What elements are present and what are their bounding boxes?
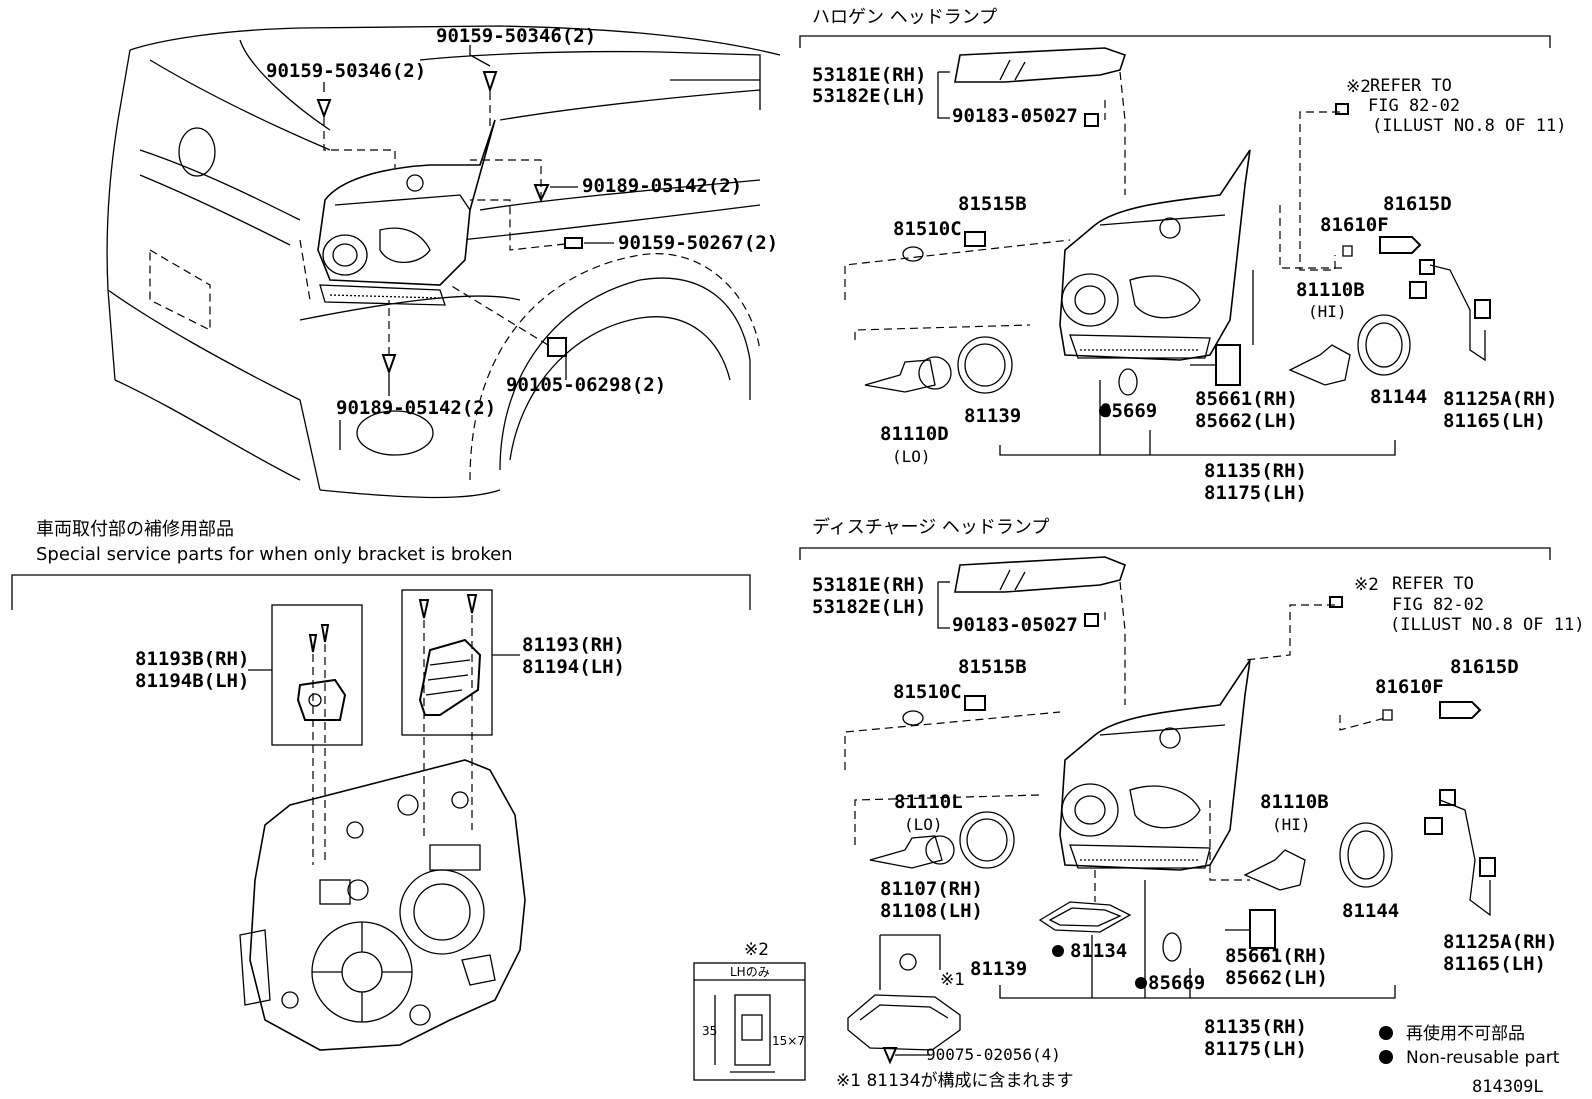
discharge-lo-label: (LO): [904, 815, 943, 834]
special-81194b: 81194B(LH): [135, 670, 249, 692]
discharge-refer-line3: (ILLUST NO.8 OF 11): [1390, 615, 1584, 635]
discharge-cover-lh: 53182E(LH): [812, 596, 926, 618]
discharge-section-title: ディスチャージ ヘッドランプ: [812, 517, 1049, 538]
halogen-81144: 81144: [1370, 386, 1427, 408]
discharge-81165: 81165(LH): [1443, 953, 1546, 975]
discharge-cover-rh: 53181E(RH): [812, 574, 926, 596]
discharge-81108: 81108(LH): [880, 900, 983, 922]
inset-dim2: 15×7: [772, 1034, 805, 1048]
halogen-81135: 81135(RH): [1204, 460, 1307, 482]
halogen-81125a: 81125A(RH): [1443, 388, 1557, 410]
discharge-85662: 85662(LH): [1225, 967, 1328, 989]
inset-lh-only: [693, 962, 806, 1081]
discharge-81175: 81175(LH): [1204, 1038, 1307, 1060]
halogen-cover-lh: 53182E(LH): [812, 85, 926, 107]
discharge-81615d: 81615D: [1450, 656, 1519, 678]
discharge-refer-line1: REFER TO: [1392, 574, 1474, 594]
discharge-refer-line2: FIG 82-02: [1392, 595, 1484, 615]
discharge-mark2: ※2: [1354, 575, 1379, 595]
inset-mark: ※2: [744, 940, 769, 960]
halogen-refer-line3: (ILLUST NO.8 OF 11): [1372, 116, 1566, 136]
discharge-81125a: 81125A(RH): [1443, 931, 1557, 953]
figure-id: 814309L: [1472, 1077, 1544, 1097]
discharge-81610f: 81610F: [1375, 676, 1444, 698]
halogen-85669-bullet: [1099, 405, 1111, 417]
discharge-81139: 81139: [970, 958, 1027, 980]
special-title-en: Special service parts for when only brac…: [36, 544, 513, 565]
special-title-jp: 車両取付部の補修用部品: [36, 519, 234, 540]
discharge-clip: 90183-05027: [952, 614, 1078, 636]
special-brackets: [239, 589, 526, 1051]
halogen-85669: 85669: [1100, 400, 1157, 422]
callout-90189-05142-bottom: 90189-05142(2): [336, 397, 496, 419]
footnote: ※1 81134が構成に含まれます: [836, 1071, 1074, 1091]
halogen-assembly: [864, 47, 1491, 396]
callout-90105-06298: 90105-06298(2): [506, 374, 666, 396]
discharge-81107: 81107(RH): [880, 878, 983, 900]
halogen-refer-line2: FIG 82-02: [1368, 96, 1460, 116]
halogen-81139: 81139: [964, 405, 1021, 427]
vehicle-front-view: [106, 25, 781, 499]
legend-en: Non-reusable part: [1406, 1048, 1560, 1068]
special-81193: 81193(RH): [522, 634, 625, 656]
discharge-81134-bullet: [1052, 945, 1064, 957]
halogen-81110d: 81110D: [880, 423, 949, 445]
halogen-81510c: 81510C: [893, 218, 962, 240]
halogen-81610f: 81610F: [1320, 214, 1389, 236]
legend-jp: 再使用不可部品: [1406, 1023, 1525, 1044]
inset-label: LHのみ: [730, 965, 770, 979]
halogen-81515b: 81515B: [958, 193, 1027, 215]
halogen-81110b: 81110B: [1296, 279, 1365, 301]
legend-bullet-en: [1379, 1050, 1393, 1064]
discharge-hi-label: (HI): [1272, 815, 1311, 834]
discharge-81515b: 81515B: [958, 656, 1027, 678]
callout-90189-05142-right: 90189-05142(2): [582, 175, 742, 197]
vehicle-headlamp: [317, 119, 496, 306]
callout-90159-50346-top: 90159-50346(2): [436, 25, 596, 47]
halogen-section-title: ハロゲン ヘッドランプ: [812, 7, 997, 28]
discharge-85661: 85661(RH): [1225, 945, 1328, 967]
halogen-refer-line1: REFER TO: [1370, 76, 1452, 96]
inset-dim1: 35: [702, 1024, 717, 1038]
halogen-85662: 85662(LH): [1195, 410, 1298, 432]
halogen-85661: 85661(RH): [1195, 388, 1298, 410]
callout-90159-50267: 90159-50267(2): [618, 232, 778, 254]
halogen-81175: 81175(LH): [1204, 482, 1307, 504]
halogen-mark2: ※2: [1346, 77, 1371, 97]
discharge-screw: 90075-02056(4): [926, 1045, 1061, 1064]
discharge-81110b: 81110B: [1260, 791, 1329, 813]
discharge-85669-bullet: [1135, 977, 1147, 989]
discharge-81510c: 81510C: [893, 681, 962, 703]
halogen-81165: 81165(LH): [1443, 410, 1546, 432]
discharge-mark1: ※1: [940, 970, 965, 990]
halogen-cover-rh: 53181E(RH): [812, 64, 926, 86]
halogen-81615d: 81615D: [1383, 193, 1452, 215]
legend-bullet-jp: [1379, 1026, 1393, 1040]
callout-90159-50346-left: 90159-50346(2): [266, 60, 426, 82]
discharge-81134: 81134: [1070, 940, 1127, 962]
halogen-hi-label: (HI): [1308, 302, 1347, 321]
halogen-lo-label: (LO): [892, 447, 931, 466]
discharge-81144: 81144: [1342, 900, 1399, 922]
special-81194: 81194(LH): [522, 656, 625, 678]
discharge-81110l: 81110L: [894, 791, 963, 813]
halogen-clip: 90183-05027: [952, 105, 1078, 127]
discharge-assembly: [847, 556, 1496, 1065]
discharge-81135: 81135(RH): [1204, 1016, 1307, 1038]
special-81193b: 81193B(RH): [135, 648, 249, 670]
discharge-85669: 85669: [1148, 972, 1205, 994]
